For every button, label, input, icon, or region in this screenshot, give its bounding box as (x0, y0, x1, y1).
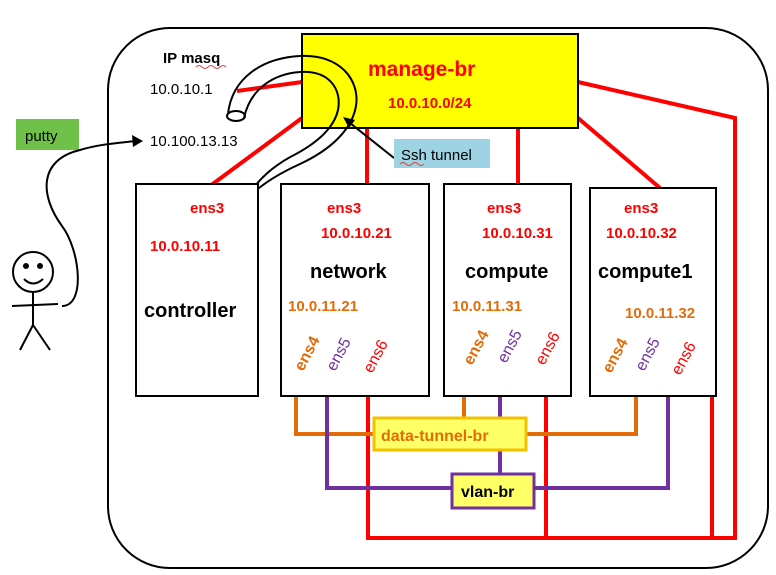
network-ens3: ens3 (327, 200, 361, 217)
manage-br-name: manage-br (368, 58, 475, 81)
putty-arrow-head (132, 135, 143, 147)
ip-masq-underline (195, 65, 227, 69)
controller-node (135, 183, 259, 397)
user-figure (11, 251, 59, 351)
ssh-underline (399, 162, 425, 166)
controller-name: controller (144, 300, 236, 322)
manage-br-box (301, 33, 579, 129)
putty-connection (45, 140, 137, 307)
putty-box (16, 119, 79, 150)
data-tunnel-br-label: data-tunnel-br (381, 428, 489, 445)
network-node (280, 183, 430, 397)
manage-network-lines (208, 80, 737, 540)
controller-ip: 10.0.10.11 (150, 238, 220, 255)
ssh-arrow-line (349, 122, 395, 159)
compute-name: compute (465, 261, 548, 283)
network-data-ip: 10.0.11.21 (288, 298, 358, 315)
compute-node (443, 183, 572, 397)
controller-ens3: ens3 (190, 200, 224, 217)
ssh-arrow-head (343, 117, 355, 128)
compute1-name: compute1 (598, 261, 692, 283)
ip-masq-label: IP masq (163, 50, 220, 67)
compute1-ip: 10.0.10.32 (606, 225, 677, 242)
ssh-tunnel-label: Ssh tunnel (401, 147, 472, 164)
ssh-tunnel-box (394, 139, 490, 168)
vlan-br-label: vlan-br (461, 484, 514, 501)
host-frame (107, 27, 769, 569)
compute-ens3: ens3 (487, 200, 521, 217)
vlan-br-box (450, 472, 536, 510)
host-internal-ip: 10.0.10.1 (150, 81, 213, 98)
manage-br-subnet: 10.0.10.0/24 (388, 95, 472, 112)
host-external-ip: 10.100.13.13 (150, 133, 238, 150)
compute1-data-ip: 10.0.11.32 (625, 305, 695, 322)
compute1-node (589, 187, 717, 397)
compute1-ens3: ens3 (624, 200, 658, 217)
data-tunnel-br-box (372, 416, 528, 452)
compute-ip: 10.0.10.31 (482, 225, 553, 242)
network-ip: 10.0.10.21 (321, 225, 392, 242)
compute-data-ip: 10.0.11.31 (452, 298, 522, 315)
putty-label: putty (25, 128, 58, 145)
network-name: network (310, 261, 388, 283)
